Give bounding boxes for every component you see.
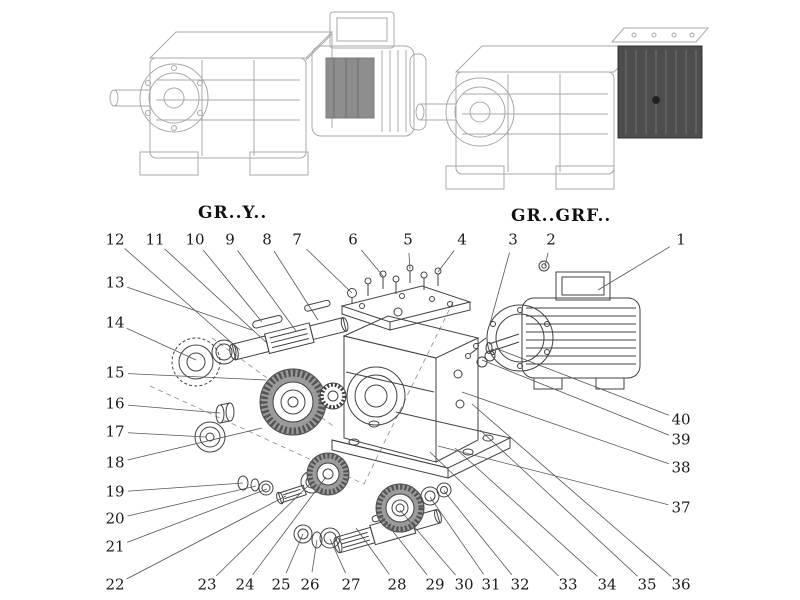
part-number-22: 22 [103,575,127,594]
model-label-left: GR..Y.. [198,203,268,223]
part-number-4: 4 [455,230,469,249]
part-number-37: 37 [669,498,693,517]
part-number-25: 25 [269,575,293,594]
part-number-21: 21 [103,537,127,556]
part-number-13: 13 [103,273,127,292]
part-number-35: 35 [635,575,659,594]
part-number-38: 38 [669,458,693,477]
part-number-30: 30 [452,575,476,594]
part-number-17: 17 [103,422,127,441]
exploded-view-drawing [149,260,641,554]
part-number-34: 34 [595,575,619,594]
assembled-unit-left-drawing [109,11,427,176]
part-number-23: 23 [195,575,219,594]
callout-leader-lines [124,246,672,580]
part-number-2: 2 [544,230,558,249]
part-number-6: 6 [346,230,360,249]
part-number-19: 19 [103,482,127,501]
part-number-33: 33 [556,575,580,594]
part-number-40: 40 [669,410,693,429]
model-label-right: GR..GRF.. [511,206,612,226]
part-number-7: 7 [290,230,304,249]
part-number-20: 20 [103,509,127,528]
part-number-16: 16 [103,394,127,413]
part-number-29: 29 [423,575,447,594]
part-number-8: 8 [260,230,274,249]
part-number-24: 24 [233,575,257,594]
part-number-11: 11 [143,230,167,249]
part-number-32: 32 [508,575,532,594]
assembled-unit-right-drawing [415,27,710,190]
part-number-5: 5 [401,230,415,249]
part-number-1: 1 [674,230,688,249]
part-number-26: 26 [298,575,322,594]
part-number-15: 15 [103,363,127,382]
part-number-14: 14 [103,313,127,332]
part-number-3: 3 [506,230,520,249]
part-number-9: 9 [223,230,237,249]
part-number-36: 36 [669,575,693,594]
part-number-31: 31 [479,575,503,594]
part-number-39: 39 [669,430,693,449]
part-number-28: 28 [385,575,409,594]
part-number-18: 18 [103,453,127,472]
part-number-10: 10 [183,230,207,249]
part-number-27: 27 [339,575,363,594]
part-number-12: 12 [103,230,127,249]
